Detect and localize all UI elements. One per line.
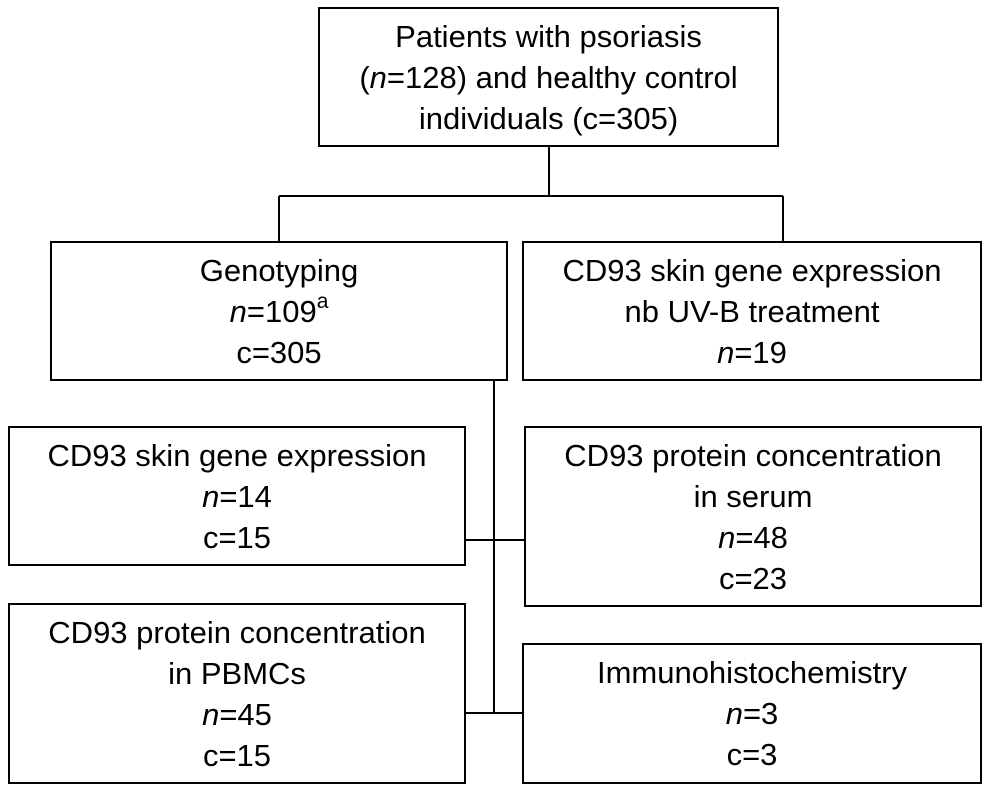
immunohistochemistry-node: Immunohistochemistry n=3 c=3 xyxy=(522,643,982,784)
uvb-line-1: CD93 skin gene expression xyxy=(562,252,942,288)
genotyping-c: c=305 xyxy=(236,334,322,370)
pbmc-c: c=15 xyxy=(202,737,272,773)
root-line-2: (n=128) and healthy control xyxy=(359,59,738,95)
serum-c: c=23 xyxy=(718,560,788,596)
genotyping-footnote-mark: a xyxy=(316,290,329,314)
serum-line-1: CD93 protein concentration xyxy=(564,437,942,473)
ihc-c: c=3 xyxy=(726,737,778,772)
uvb-line-2: nb UV-B treatment xyxy=(624,293,880,329)
serum-line-2: in serum xyxy=(693,478,813,514)
root-line-3: individuals (c=305) xyxy=(418,100,679,136)
skin-expr-line-1: CD93 skin gene expression xyxy=(47,437,427,473)
root-line-1: Patients with psoriasis xyxy=(395,18,702,54)
pbmc-line-1: CD93 protein concentration xyxy=(48,614,426,650)
serum-n: n=48 xyxy=(718,519,788,555)
uvb-treatment-node: CD93 skin gene expression nb UV-B treatm… xyxy=(522,241,982,381)
ihc-line-1: Immunohistochemistry xyxy=(596,655,908,690)
uvb-n: n=19 xyxy=(717,334,787,370)
serum-concentration-node: CD93 protein concentration in serum n=48… xyxy=(524,426,982,607)
pbmc-n: n=45 xyxy=(202,696,272,732)
genotyping-node: Genotyping n=109a c=305 xyxy=(50,241,508,381)
genotyping-n: n=109a xyxy=(229,290,329,329)
root-node-patients: Patients with psoriasis (n=128) and heal… xyxy=(318,7,779,147)
skin-expr-c: c=15 xyxy=(202,519,272,555)
pbmc-line-2: in PBMCs xyxy=(168,655,306,691)
skin-expr-n: n=14 xyxy=(202,478,272,514)
pbmc-concentration-node: CD93 protein concentration in PBMCs n=45… xyxy=(8,603,466,784)
skin-expression-node: CD93 skin gene expression n=14 c=15 xyxy=(8,426,466,566)
ihc-n: n=3 xyxy=(725,696,779,731)
genotyping-title: Genotyping xyxy=(199,252,359,288)
